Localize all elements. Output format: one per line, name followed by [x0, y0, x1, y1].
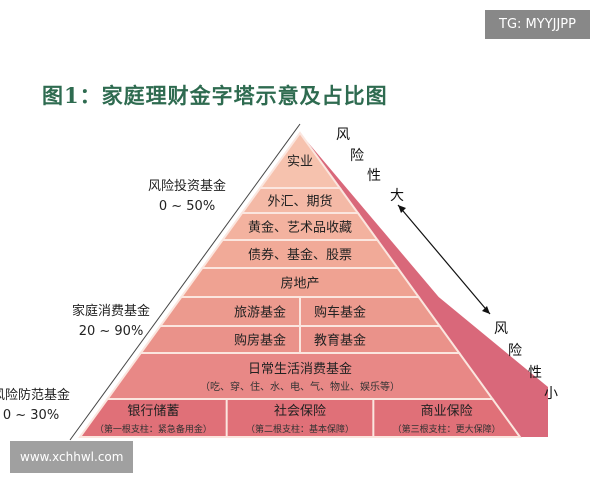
layer-sublabel: （第三根支柱：更大保障） [393, 423, 501, 435]
layer-label: 日常生活消费基金 [248, 361, 352, 377]
group-risk-prevention: 风险防范基金0 ~ 30% [0, 388, 71, 423]
layer-label: 外汇、期货 [267, 194, 332, 210]
layer-label: 实业 [287, 155, 313, 170]
site-watermark: www.xchhwl.com [10, 441, 134, 473]
group-scale-line [69, 123, 301, 441]
risk-high-char: 风 [336, 127, 350, 143]
layer-sublabel: （第二根支柱：基本保障） [246, 423, 354, 435]
risk-low-char: 性 [528, 365, 542, 381]
layer-label: 购房基金 [234, 333, 286, 349]
risk-high-char: 性 [367, 168, 381, 184]
risk-low-char: 险 [508, 343, 522, 359]
layer-sublabel: （第一根支柱：紧急备用金） [95, 423, 212, 435]
layer-label: 房地产 [280, 276, 319, 292]
layer-label: 银行储蓄 [127, 404, 179, 419]
layer-sublabel: （吃、穿、住、水、电、气、物业、娱乐等） [200, 380, 400, 393]
layer-label: 商业保险 [421, 404, 473, 419]
layer-label: 旅游基金 [234, 305, 286, 321]
risk-arrow [397, 204, 491, 315]
risk-arrow-head-down [482, 306, 490, 314]
layer-label: 黄金、艺术品收藏 [248, 220, 352, 236]
layer-label: 社会保险 [274, 403, 326, 419]
layer-label: 购车基金 [314, 305, 366, 321]
risk-high-char: 大 [390, 188, 404, 204]
pyramid-layer [78, 398, 522, 438]
risk-low-char: 风 [494, 321, 508, 337]
layer-label: 教育基金 [314, 333, 366, 349]
channel-badge: TG: MYYJJPP [485, 10, 590, 39]
risk-low-char: 小 [544, 386, 558, 402]
risk-high-char: 险 [350, 148, 364, 164]
risk-arrow-head-up [398, 205, 406, 213]
pyramid-side-face [300, 133, 548, 437]
layer-label: 债券、基金、股票 [248, 247, 352, 263]
figure-title: 图1：家庭理财金字塔示意及占比图 [42, 83, 388, 108]
